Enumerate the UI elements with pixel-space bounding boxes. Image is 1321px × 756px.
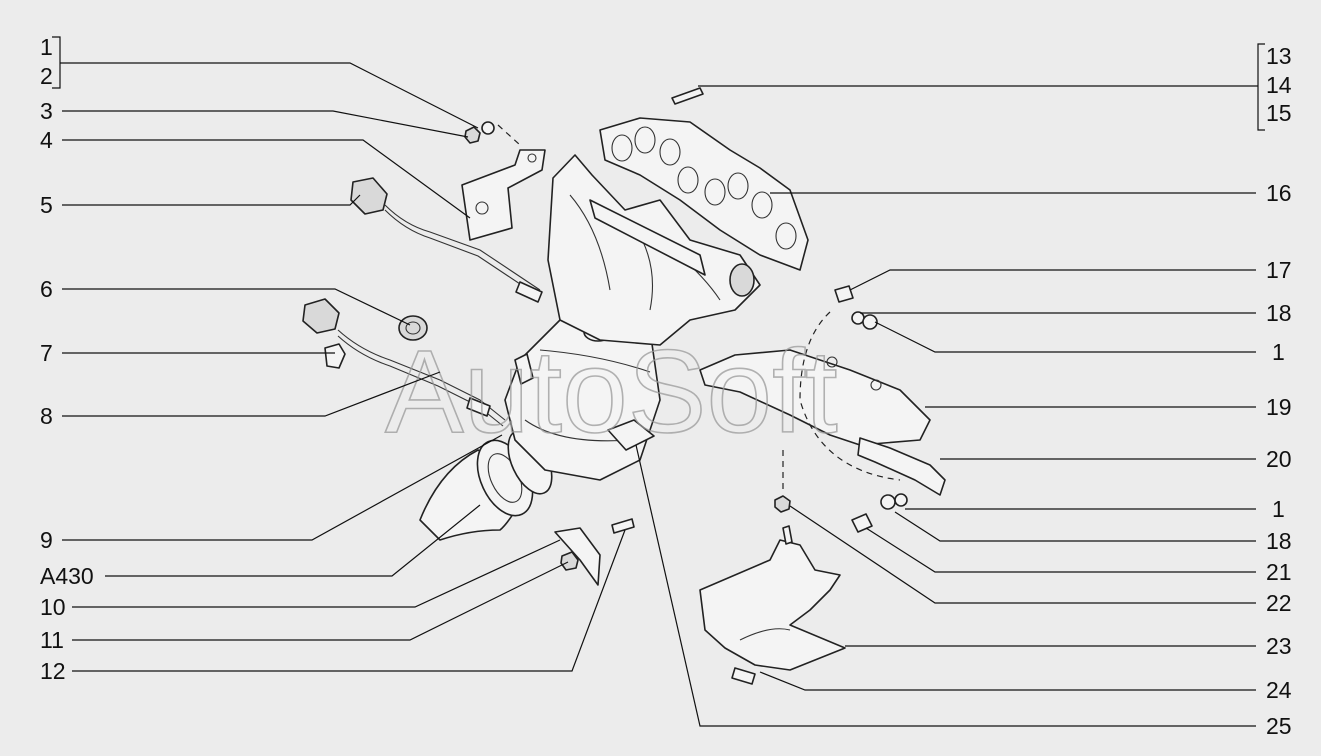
leader-lines xyxy=(52,36,1265,727)
callout-22: 22 xyxy=(1266,590,1292,616)
watermark-text: AutoSoft xyxy=(385,326,838,458)
callout-1c: 1 xyxy=(1272,496,1285,522)
front-exhaust-pipe xyxy=(419,429,553,541)
callout-11: 11 xyxy=(40,627,64,653)
callout-23: 23 xyxy=(1266,633,1292,659)
oxygen-sensor-upper xyxy=(350,177,543,303)
callout-3: 3 xyxy=(40,98,53,124)
catalytic-converter xyxy=(504,319,661,481)
callout-9: 9 xyxy=(40,527,53,553)
callout-16: 16 xyxy=(1266,180,1292,206)
callout-18b: 18 xyxy=(1266,528,1292,554)
parts-drawing xyxy=(302,87,946,685)
stud-13 xyxy=(671,87,704,105)
fasteners-lower-left xyxy=(554,518,635,586)
callout-15: 15 xyxy=(1266,100,1292,126)
callout-12: 12 xyxy=(40,658,66,684)
callout-20: 20 xyxy=(1266,446,1292,472)
callout-1: 1 xyxy=(40,34,53,60)
manifold-gasket xyxy=(599,117,809,271)
fasteners-right xyxy=(774,285,908,533)
exhaust-manifold xyxy=(547,154,761,346)
bracket-4 xyxy=(461,121,546,241)
callout-13: 13 xyxy=(1266,43,1292,69)
oxygen-sensor-lower xyxy=(302,298,506,427)
callout-14: 14 xyxy=(1266,72,1292,98)
callout-1b: 1 xyxy=(1272,339,1285,365)
callout-10: 10 xyxy=(40,594,66,620)
callout-19: 19 xyxy=(1266,394,1292,420)
callout-5: 5 xyxy=(40,192,53,218)
callout-24: 24 xyxy=(1266,677,1292,703)
callout-8: 8 xyxy=(40,403,53,429)
callout-17: 17 xyxy=(1266,257,1292,283)
callout-a430: A430 xyxy=(40,563,94,589)
callout-4: 4 xyxy=(40,127,53,153)
callout-25: 25 xyxy=(1266,713,1292,739)
left-callouts: 1 2 3 4 5 6 7 8 9 A430 10 11 12 xyxy=(40,34,94,684)
heat-shield-lower xyxy=(699,525,846,685)
heat-shield-upper xyxy=(699,311,946,496)
callout-7: 7 xyxy=(40,340,53,366)
right-callouts: 13 14 15 16 17 18 1 19 20 1 18 21 22 23 … xyxy=(1266,43,1292,739)
callout-18a: 18 xyxy=(1266,300,1292,326)
callout-2: 2 xyxy=(40,63,53,89)
callout-6: 6 xyxy=(40,276,53,302)
callout-21: 21 xyxy=(1266,559,1292,585)
